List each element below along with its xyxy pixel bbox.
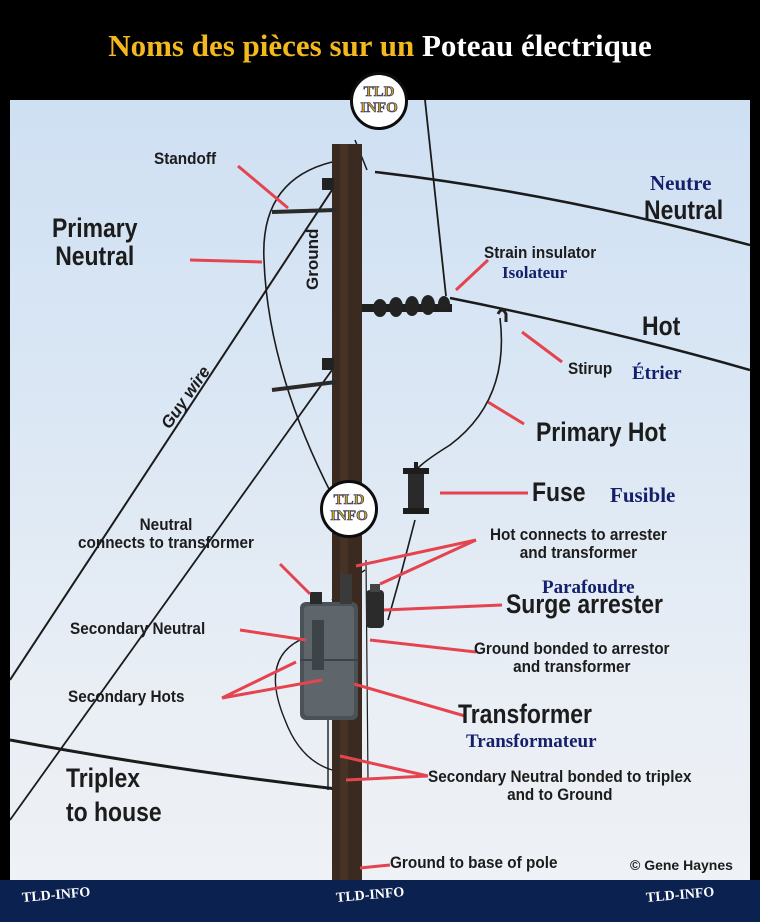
badge-line-2: INFO [360,100,398,116]
label-hot-connects: Hot connects to arrester and transformer [490,525,667,562]
label-ground-base: Ground to base of pole [390,853,558,872]
footer-bar [0,880,760,922]
pole-photo: Standoff Primary Neutral Ground Guy wire… [10,100,750,880]
primary-neutral-loop [263,161,333,496]
title-part-2: Poteau électrique [421,28,652,63]
label-fusible: Fusible [610,483,676,507]
label-strain-insulator: Strain insulator [484,243,597,262]
label-primary-hot: Primary Hot [536,417,667,447]
label-surge-arrester: Surge arrester [506,589,663,619]
label-etrier: Étrier [632,363,682,384]
leader-lines [189,164,563,870]
neutral-wire [374,170,750,247]
label-secondary-neutral: Secondary Neutral [70,619,206,638]
label-primary-neutral: Primary Neutral [52,213,138,272]
label-fuse: Fuse [532,477,586,507]
guy-wire [10,189,333,681]
tld-badge-middle: TLD INFO [320,480,378,538]
primary-hot-lead [413,317,503,476]
label-standoff: Standoff [154,149,217,168]
title-part-1: Noms des pièces sur un [108,28,415,63]
badge-line-1: TLD [363,84,395,100]
label-ground-bonded: Ground bonded to arrestor and transforme… [474,639,670,676]
label-parafoudre: Parafoudre [542,577,635,598]
badge-line-2: INFO [330,508,368,524]
upper-wire [424,100,447,297]
triplex-wire [10,738,346,792]
label-ground: Ground [303,228,322,290]
page-title: Noms des pièces sur un Poteau électrique [0,28,760,64]
strain-insulator [362,295,452,317]
label-neutral-connects: Neutral connects to transformer [78,515,254,552]
label-transformateur: Transformateur [466,731,597,752]
label-stirup: Stirup [568,359,613,378]
label-neutre: Neutre [650,171,712,195]
guy-wire-2 [10,369,333,821]
transformer-can [300,574,358,720]
tld-badge-top: TLD INFO [350,72,408,130]
label-triplex: Triplex to house [66,763,162,827]
hot-wire [449,296,750,372]
label-neutral: Neutral [644,195,724,225]
fuse-cutout [403,462,429,514]
label-secondary-hots: Secondary Hots [68,687,185,706]
badge-line-1: TLD [333,492,365,508]
label-transformer: Transformer [458,699,592,729]
arrester [366,584,384,628]
label-sec-neutral-bonded: Secondary Neutral bonded to triplex and … [428,767,692,804]
label-isolateur: Isolateur [502,263,568,282]
label-hot: Hot [642,311,681,341]
copyright: © Gene Haynes [630,857,733,873]
